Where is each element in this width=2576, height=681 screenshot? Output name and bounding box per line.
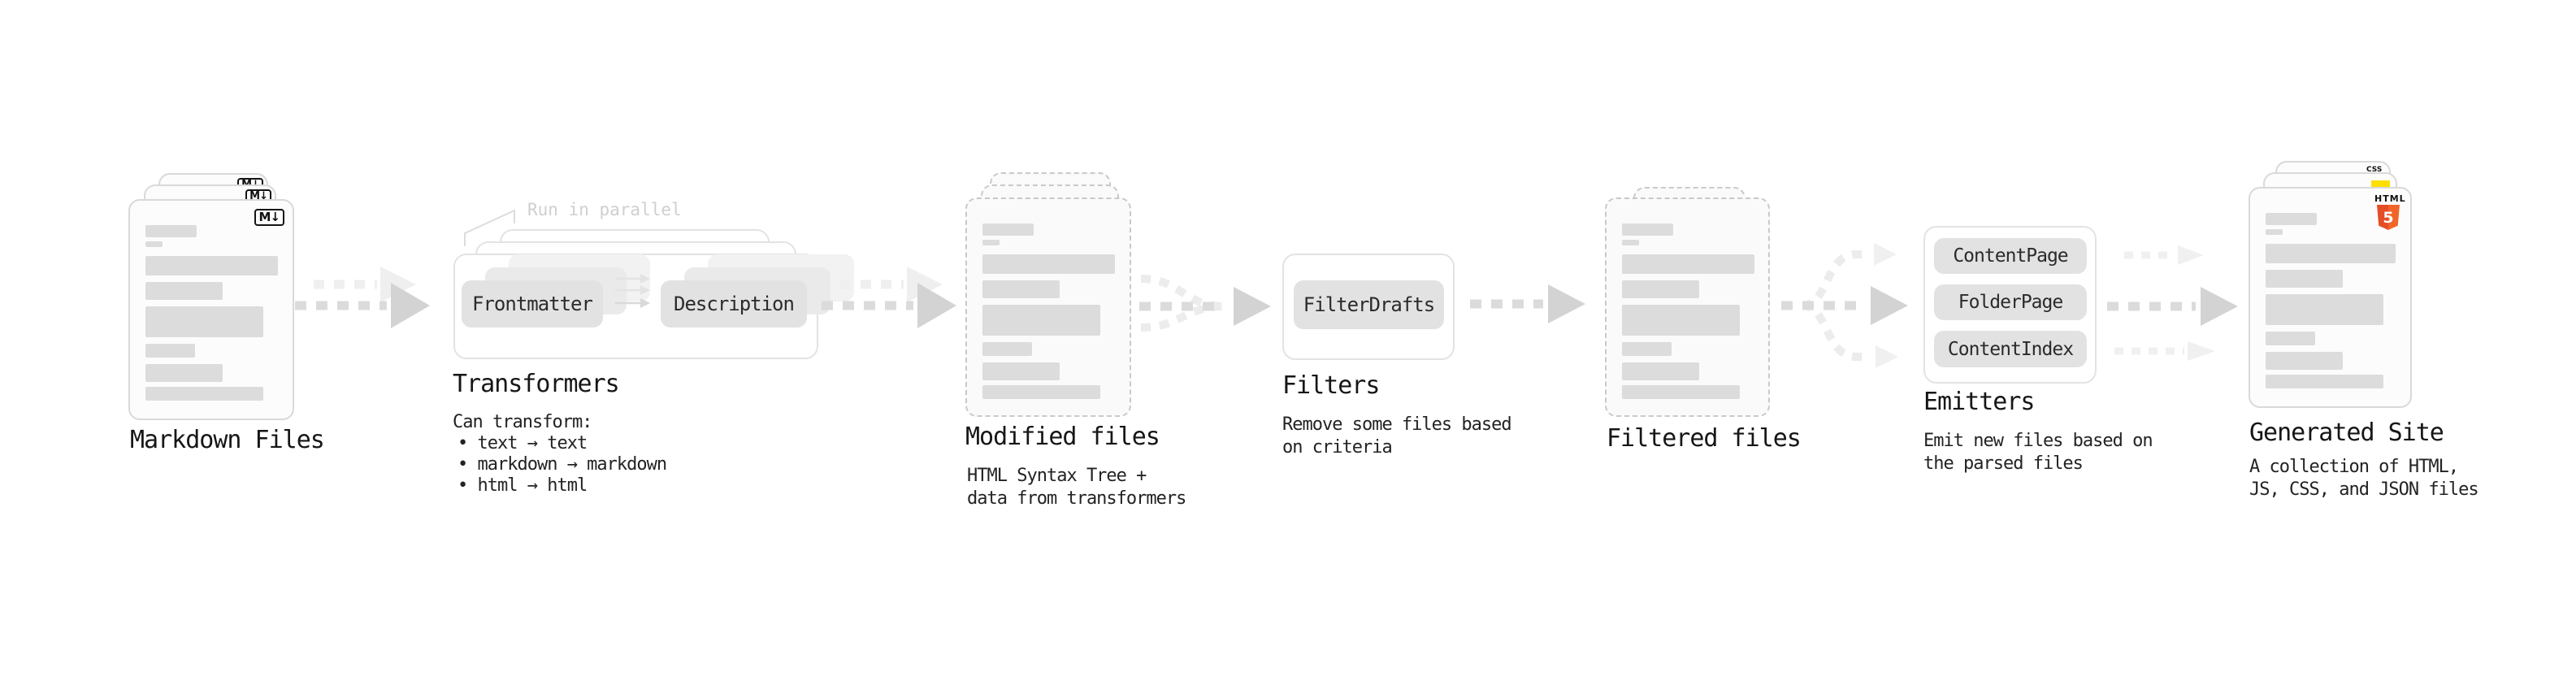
skeleton-bar: [982, 305, 1100, 336]
skeleton-bar: [145, 282, 223, 300]
transformers-desc-title: Can transform:: [453, 412, 592, 432]
skeleton-bar: [982, 342, 1032, 356]
generated-site-desc-line: A collection of HTML,: [2249, 457, 2459, 477]
emitters-desc-line: the parsed files: [1923, 453, 2084, 474]
markdown-icon: M↓: [254, 209, 284, 226]
transformers-bullet: • html → html: [458, 475, 588, 496]
modified-files-desc-line: data from transformers: [967, 488, 1186, 509]
emitter-contentindex-chip: ContentIndex: [1934, 331, 2087, 367]
skeleton-bar: [982, 385, 1100, 399]
js-icon: [2371, 180, 2390, 189]
fanout-arrow-icon: [1778, 241, 1916, 371]
skeleton-bar: [2266, 294, 2383, 325]
transformers-label: Transformers: [453, 370, 620, 398]
emitters-description: Emit new files based on the parsed files: [1923, 430, 2153, 475]
skeleton-bar: [982, 362, 1060, 380]
emitter-contentpage-chip: ContentPage: [1934, 238, 2087, 274]
flow-arrow-icon: [1468, 281, 1589, 327]
skeleton-bar: [2266, 213, 2317, 225]
transformers-bullet: • text → text: [458, 433, 588, 453]
small-arrow-icon: [615, 284, 653, 297]
html5-icon-word: HTML: [2374, 193, 2406, 204]
skeleton-bar: [2266, 375, 2383, 388]
flow-arrow-faint-icon: [2123, 244, 2208, 268]
skeleton-bar: [145, 256, 278, 275]
skeleton-bar: [982, 280, 1060, 298]
html5-icon-shield: 5: [2377, 205, 2400, 230]
html5-icon: HTML 5: [2374, 193, 2406, 230]
skeleton-bar: [1622, 240, 1639, 245]
modified-files-description: HTML Syntax Tree + data from transformer…: [967, 465, 1186, 510]
skeleton-bar: [145, 241, 163, 247]
markdown-doc-front: M↓: [128, 199, 294, 420]
skeleton-bar: [2266, 332, 2315, 345]
filters-desc-line: Remove some files based: [1282, 414, 1512, 435]
run-in-parallel-note: Run in parallel: [527, 200, 682, 219]
generated-doc-html: HTML 5: [2249, 187, 2412, 408]
emitters-label: Emitters: [1923, 388, 2035, 416]
transformer-description-chip: Description: [661, 280, 807, 327]
filters-label: Filters: [1282, 371, 1380, 400]
skeleton-bar: [1622, 223, 1673, 236]
skeleton-bar: [1622, 342, 1672, 356]
generated-site-desc-line: JS, CSS, and JSON files: [2249, 479, 2479, 500]
small-arrow-icon: [615, 297, 653, 310]
skeleton-bar: [1622, 362, 1699, 380]
flow-arrow-faint-icon: [2113, 340, 2220, 364]
transformers-description: Can transform: • text → text • markdown …: [453, 412, 667, 497]
html5-icon-number: 5: [2383, 208, 2394, 227]
filtered-files-label: Filtered files: [1607, 424, 1802, 453]
flow-arrow-icon: [2105, 284, 2241, 329]
modified-files-desc-line: HTML Syntax Tree +: [967, 466, 1147, 486]
skeleton-bar: [145, 344, 195, 358]
generated-site-description: A collection of HTML, JS, CSS, and JSON …: [2249, 456, 2479, 501]
filters-desc-line: on criteria: [1282, 437, 1393, 458]
skeleton-bar: [1622, 254, 1754, 274]
skeleton-bar: [1622, 385, 1740, 399]
modified-files-label: Modified files: [965, 423, 1160, 451]
generated-site-label: Generated Site: [2249, 419, 2444, 447]
skeleton-bar: [2266, 352, 2343, 370]
skeleton-bar: [1622, 305, 1740, 336]
filters-description: Remove some files based on criteria: [1282, 414, 1512, 459]
emitters-desc-line: Emit new files based on: [1923, 431, 2153, 451]
skeleton-bar: [145, 364, 223, 382]
modified-doc-front: [965, 197, 1131, 417]
skeleton-bar: [1622, 280, 1699, 298]
emitter-folderpage-chip: FolderPage: [1934, 284, 2087, 320]
small-arrow-icon: [615, 272, 653, 285]
skeleton-bar: [145, 387, 263, 401]
skeleton-bar: [2266, 229, 2283, 235]
skeleton-bar: [2266, 270, 2343, 288]
skeleton-bar: [982, 254, 1115, 274]
skeleton-bar: [2266, 244, 2396, 263]
filter-drafts-chip: FilterDrafts: [1294, 280, 1444, 329]
skeleton-bar: [982, 223, 1034, 236]
transformers-bullet: • markdown → markdown: [458, 454, 667, 475]
transformer-frontmatter-chip: Frontmatter: [462, 280, 603, 327]
merge-arrow-icon: [1136, 267, 1274, 348]
flow-arrow-icon: [293, 265, 435, 328]
filtered-doc-front: [1605, 197, 1770, 417]
skeleton-bar: [982, 240, 1000, 245]
flow-arrow-icon: [819, 265, 961, 328]
markdown-files-label: Markdown Files: [130, 426, 325, 454]
skeleton-bar: [145, 225, 197, 237]
skeleton-bar: [145, 306, 263, 337]
css-icon-word: CSS: [2366, 166, 2383, 174]
callout-line: [459, 199, 524, 252]
